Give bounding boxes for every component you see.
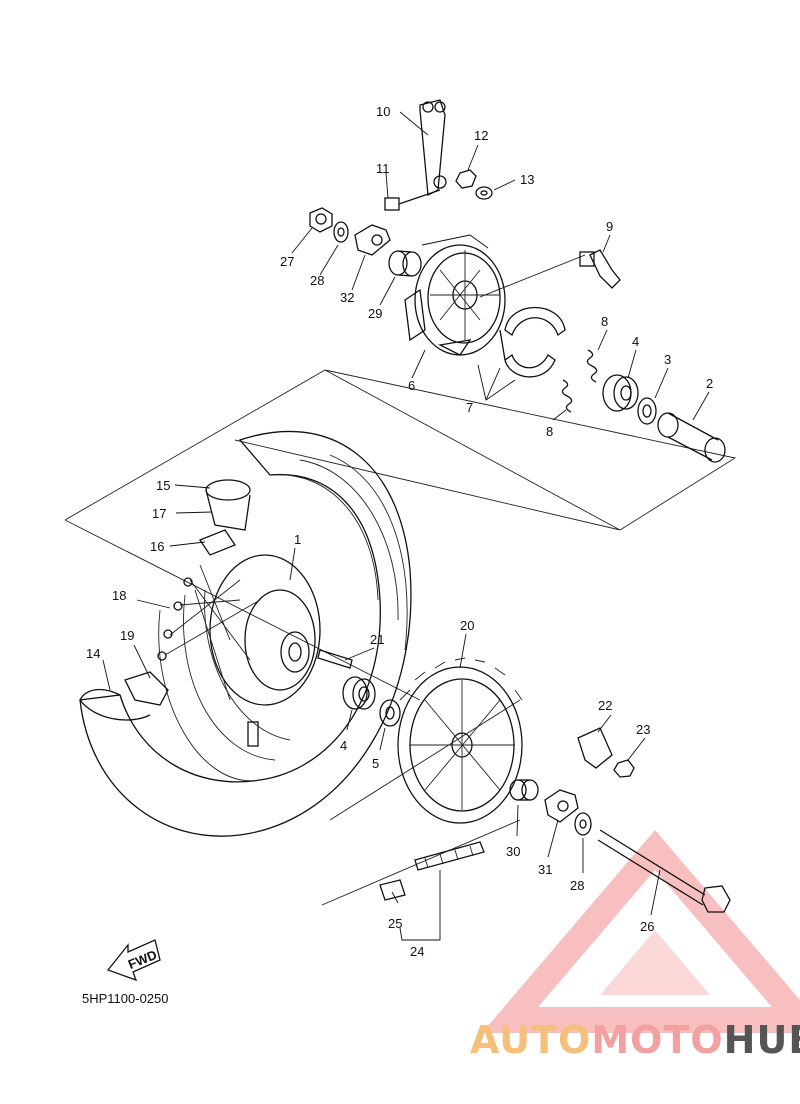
diagram-code: 5HP1100-0250 <box>82 991 169 1006</box>
brand-moto: MOTO <box>591 1018 724 1062</box>
stud-21 <box>317 649 353 669</box>
oil-seal-3 <box>637 397 657 425</box>
sprocket-20 <box>397 657 523 824</box>
callout-13: 13 <box>520 172 534 187</box>
callout-labels: 10 12 13 11 27 28 32 29 9 6 7 8 8 4 3 2 … <box>86 104 713 959</box>
brake-arm <box>419 99 447 197</box>
callout-3: 3 <box>664 352 671 367</box>
callout-25: 25 <box>388 916 402 931</box>
callout-14: 14 <box>86 646 100 661</box>
callout-11: 11 <box>376 161 390 176</box>
callout-15: 15 <box>156 478 170 493</box>
hub <box>209 554 321 706</box>
brake-shoe-7 <box>499 307 566 378</box>
camshaft-29 <box>388 250 422 277</box>
callout-12: 12 <box>474 128 488 143</box>
rim-band-15 <box>205 479 251 531</box>
brand-hub: HUB <box>723 1018 800 1062</box>
callout-26: 26 <box>640 919 654 934</box>
valve <box>247 721 259 747</box>
axle-26 <box>597 829 731 913</box>
callout-20: 20 <box>460 618 474 633</box>
bearing-4-upper <box>602 374 639 412</box>
callout-23: 23 <box>636 722 650 737</box>
watermark-brand: AUTOMOTOHUB <box>470 1018 800 1062</box>
spring-8-lower <box>561 379 573 413</box>
callout-27: 27 <box>280 254 294 269</box>
callout-19: 19 <box>120 628 134 643</box>
sensor-9 <box>579 249 621 289</box>
callout-7: 7 <box>466 400 473 415</box>
callout-29: 29 <box>368 306 382 321</box>
fwd-arrow-icon: FWD <box>106 939 161 982</box>
callout-6: 6 <box>408 378 415 393</box>
rim-lock-19 <box>124 671 169 706</box>
callout-9: 9 <box>606 219 613 234</box>
callout-5: 5 <box>372 756 379 771</box>
callout-30: 30 <box>506 844 520 859</box>
collar-30 <box>509 779 539 801</box>
washer-13 <box>475 186 493 200</box>
chain-line <box>321 699 521 906</box>
bearing-4-lower <box>342 676 376 710</box>
callout-32: 32 <box>340 290 354 305</box>
callout-24: 24 <box>410 944 424 959</box>
bolt-11 <box>384 189 441 211</box>
washer-28-top <box>333 221 349 243</box>
tire-and-rim-1 <box>79 430 412 837</box>
callout-22: 22 <box>598 698 612 713</box>
callout-1: 1 <box>294 532 301 547</box>
chain-24 <box>414 841 485 871</box>
spring-8-upper <box>586 349 598 383</box>
chain-puller-31 <box>544 789 579 823</box>
nut-27 <box>309 207 333 233</box>
callout-28-lower: 28 <box>570 878 584 893</box>
watermark-logo <box>481 829 800 1033</box>
cam-lever-32 <box>354 224 391 256</box>
washer-28-lower <box>574 812 592 836</box>
chain-joint-25 <box>379 879 406 901</box>
callout-16: 16 <box>150 539 164 554</box>
leader-lines <box>102 111 710 941</box>
callout-4-upper: 4 <box>632 334 639 349</box>
collar-2 <box>657 412 726 463</box>
assembly-outline-upper <box>234 369 737 531</box>
tube-16 <box>199 529 236 556</box>
spokes-18 <box>157 564 261 701</box>
nut-12 <box>455 169 477 189</box>
callout-31: 31 <box>538 862 552 877</box>
nut-23 <box>613 759 635 778</box>
callout-4-lower: 4 <box>340 738 347 753</box>
callout-8-lower: 8 <box>546 424 553 439</box>
oil-seal-5 <box>379 699 401 727</box>
bracket-22 <box>577 727 613 769</box>
brake-plate-6 <box>404 244 506 356</box>
brand-auto: AUTO <box>470 1018 592 1062</box>
callout-10: 10 <box>376 104 390 119</box>
callout-8-upper: 8 <box>601 314 608 329</box>
callout-28-top: 28 <box>310 273 324 288</box>
callout-21: 21 <box>370 632 384 647</box>
callout-17: 17 <box>152 506 166 521</box>
callout-18: 18 <box>112 588 126 603</box>
callout-2: 2 <box>706 376 713 391</box>
tube-14 <box>79 699 151 721</box>
